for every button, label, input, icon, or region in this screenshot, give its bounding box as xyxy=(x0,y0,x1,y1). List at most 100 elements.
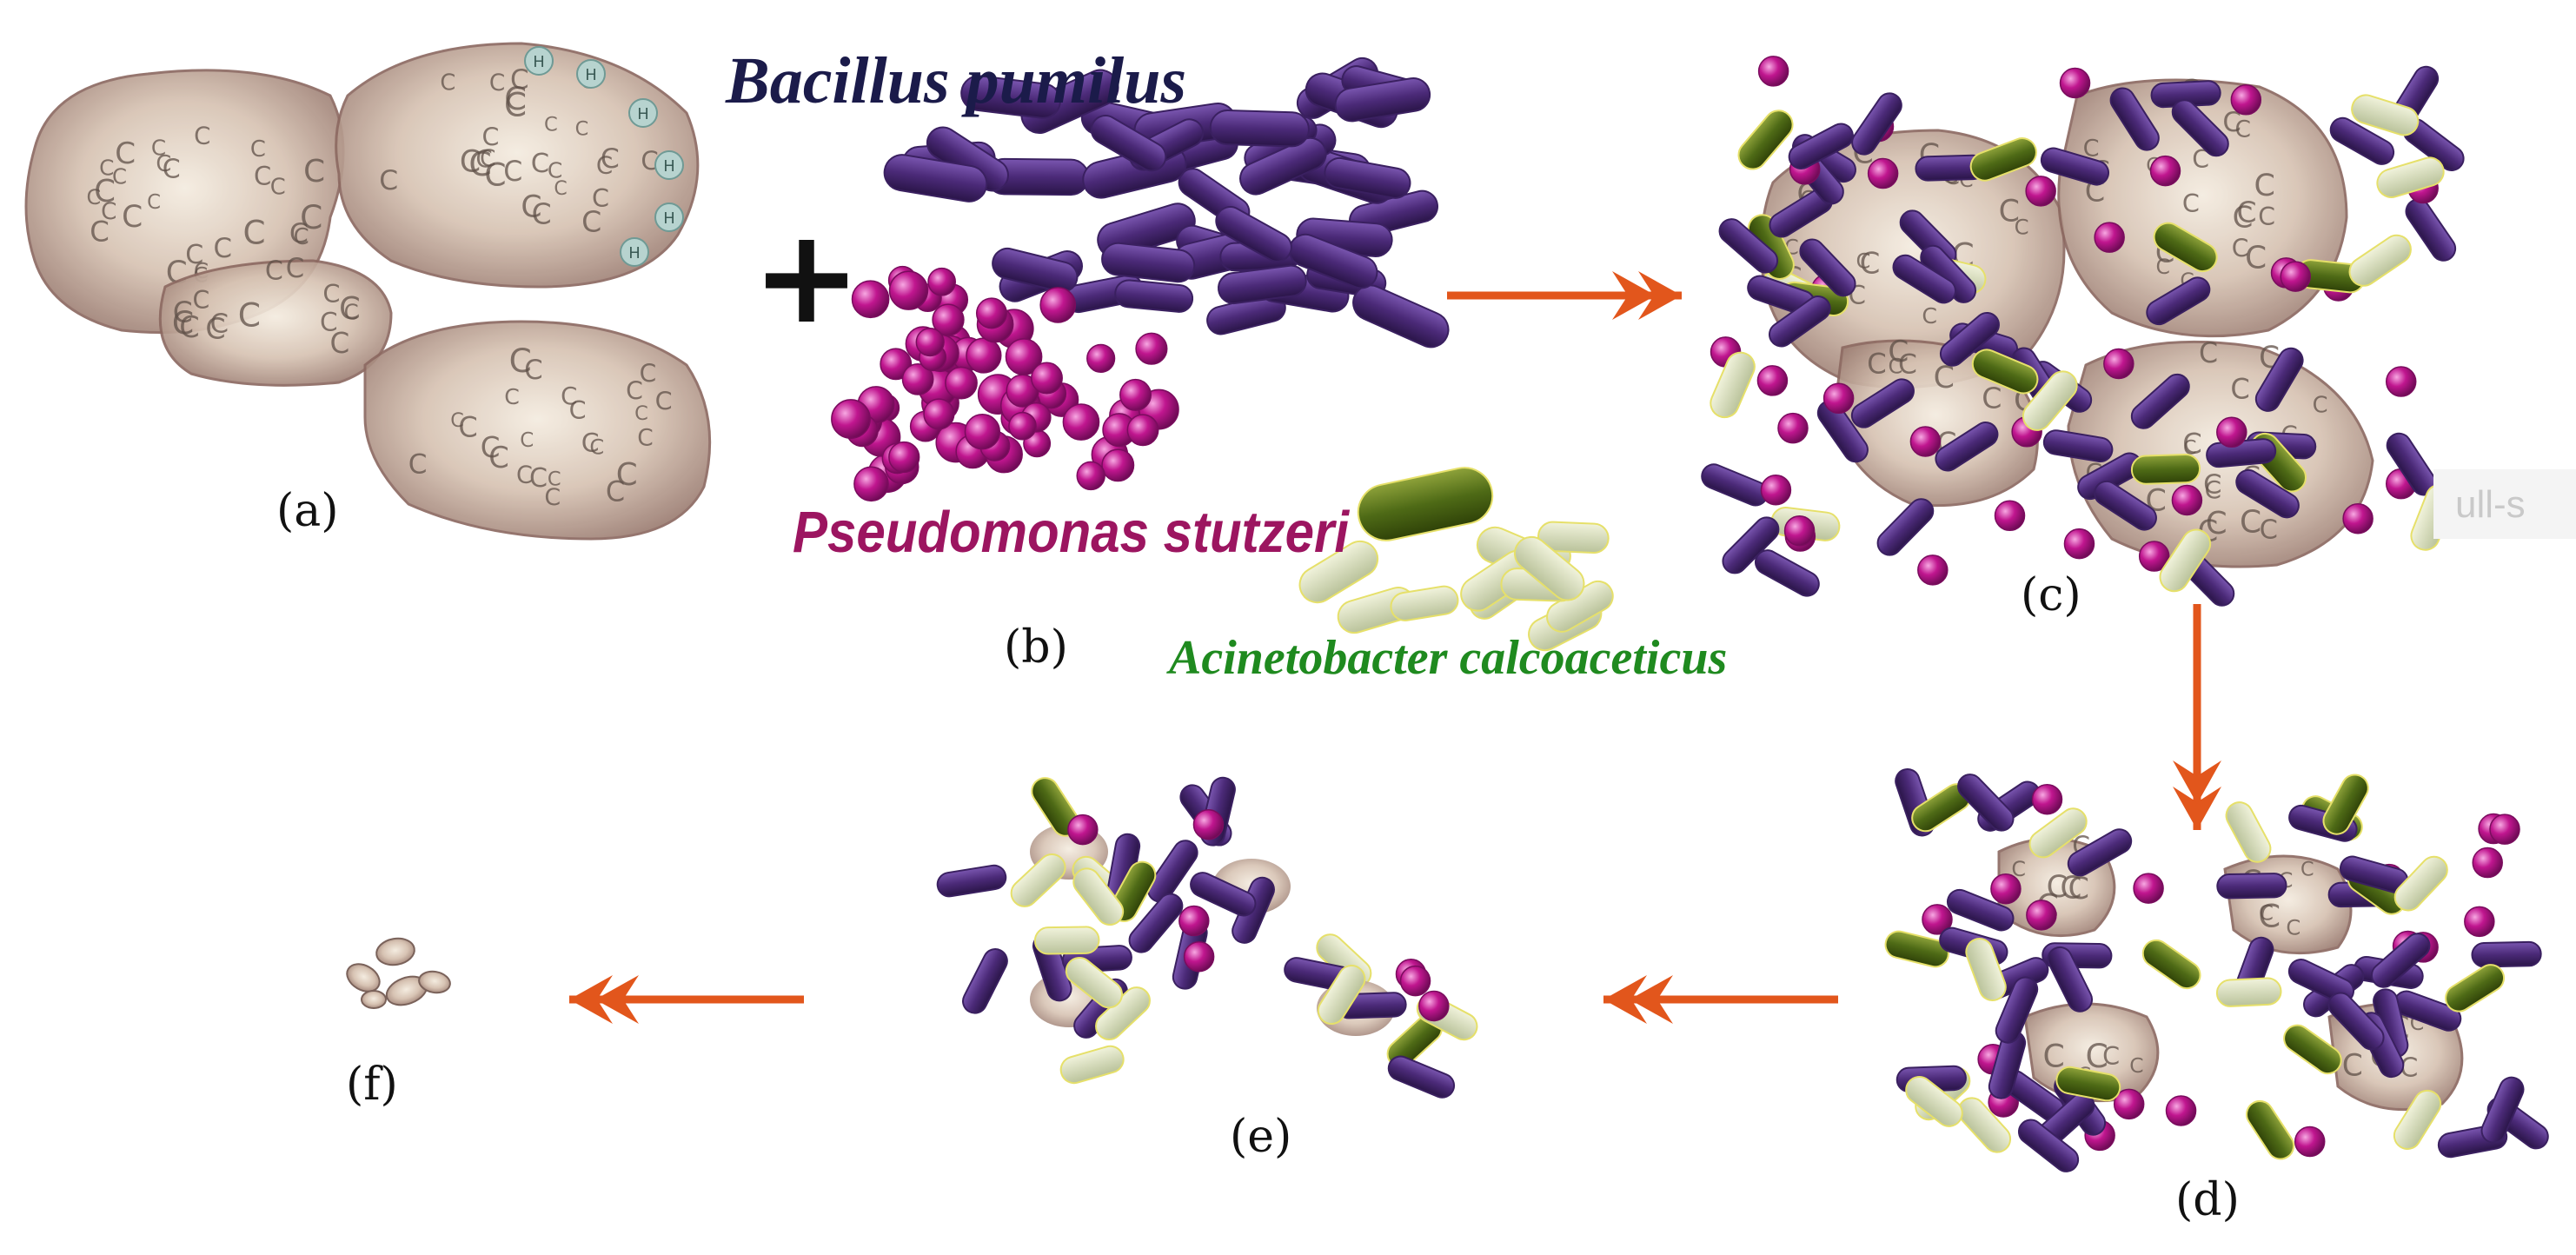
acinetobacter-cell xyxy=(1710,351,1756,419)
carbon-atom-label: C xyxy=(194,121,210,149)
carbon-atom-label: C xyxy=(516,462,533,489)
carbon-atom-label: C xyxy=(294,224,309,250)
bacillus-cell xyxy=(2171,99,2229,157)
pseudomonas-cell xyxy=(1994,500,2026,532)
carbon-atom-label: C xyxy=(163,155,181,185)
pseudomonas-cell xyxy=(2113,1088,2145,1120)
clean-soil-grain xyxy=(375,937,415,966)
carbon-atom-label: C xyxy=(450,409,464,432)
carbon-atom-label: C xyxy=(2155,255,2170,279)
acinetobacter-cell xyxy=(2159,528,2212,593)
pseudomonas-cell xyxy=(2138,541,2170,572)
arrow-c-to-d xyxy=(2173,604,2221,830)
microbe-fragment-cluster xyxy=(936,777,1198,926)
carbon-atom-label: C xyxy=(185,240,203,270)
pseudomonas-cell xyxy=(1008,411,1037,441)
pseudomonas-cell xyxy=(1783,515,1816,547)
carbon-atom-label: C xyxy=(510,64,529,96)
carbon-atom-label: C xyxy=(2254,169,2275,203)
carbon-atom-label: C xyxy=(265,256,283,286)
pseudomonas-cell xyxy=(923,398,955,430)
acinetobacter-cell xyxy=(1390,585,1459,621)
bacillus-cell xyxy=(1876,498,1935,556)
pseudomonas-cell xyxy=(880,348,913,381)
bacillus-cell xyxy=(2371,933,2431,988)
bacillus-cell xyxy=(960,75,1061,119)
hydrogen-atom-label: H xyxy=(533,53,545,71)
pseudomonas-cell xyxy=(1922,904,1953,935)
carbon-atom-label: C xyxy=(548,468,561,490)
carbon-atom-label: C xyxy=(173,295,193,329)
carbon-atom-label: C xyxy=(544,484,561,511)
carbon-atom-label: C xyxy=(2182,428,2202,461)
hydrogen-atom-circle xyxy=(620,237,649,267)
hydrogen-atom-label: H xyxy=(663,157,675,176)
acinetobacter-cell xyxy=(1010,853,1066,907)
acinetobacter-cell xyxy=(1065,956,1124,1009)
carbon-atom-label: C xyxy=(2060,870,2081,906)
carbon-atom-label: C xyxy=(1888,335,1909,369)
hydrogen-atom-circle xyxy=(654,150,684,180)
carbon-atom-label: C xyxy=(2199,338,2218,369)
carbon-atom-label: C xyxy=(101,199,116,225)
carbon-atom-label: C xyxy=(589,435,604,459)
pseudomonas-cell xyxy=(2464,906,2495,938)
carbon-atom-label: C xyxy=(289,218,309,249)
clean-soil-grain xyxy=(346,963,381,993)
bacillus-cell xyxy=(1939,311,2000,367)
pseudomonas-cell xyxy=(2230,84,2262,116)
pseudomonas-cell xyxy=(888,441,920,474)
bacillus-cell xyxy=(883,154,988,203)
pseudomonas-cell xyxy=(2489,813,2520,845)
carbon-atom-label: C xyxy=(205,312,225,346)
carbon-atom-label: C xyxy=(468,145,491,183)
bacillus-cell xyxy=(2405,198,2457,262)
carbon-atom-label: C xyxy=(482,123,500,151)
hydrogen-atom-circle xyxy=(654,203,684,232)
carbon-atom-label: C xyxy=(640,360,657,388)
stage-label-f: (f) xyxy=(346,1059,398,1111)
carbon-atom-label: C xyxy=(2234,116,2250,143)
carbon-atom-label: C xyxy=(581,204,601,238)
pseudomonas-cell xyxy=(2063,528,2095,560)
carbon-atom-label: C xyxy=(569,396,587,425)
acinetobacter-cell xyxy=(2225,801,2272,863)
carbon-atom-label: C xyxy=(601,143,620,175)
hydrogen-atom-label: H xyxy=(637,105,649,123)
arrow-head xyxy=(2173,760,2221,804)
pseudomonas-cell xyxy=(975,297,1007,329)
carbon-atom-label: C xyxy=(179,310,199,344)
pseudomonas-cell xyxy=(1135,332,1168,365)
bacillus-cell xyxy=(1114,279,1194,313)
bacillus-cell xyxy=(2254,347,2304,412)
carbon-atom-label: C xyxy=(626,377,643,406)
bacillus-cell xyxy=(992,247,1079,293)
acinetobacter-cell xyxy=(1905,1075,1963,1127)
acinetobacter-cell xyxy=(2130,453,2201,485)
acinetobacter-cell xyxy=(1033,926,1100,955)
carbon-atom-label: C xyxy=(475,144,492,173)
bacillus-cell xyxy=(936,864,1007,898)
pseudomonas-cell xyxy=(2171,484,2203,516)
bacillus-cell xyxy=(1215,206,1292,262)
bacillus-cell xyxy=(1769,295,1831,348)
pseudomonas-cell xyxy=(2025,176,2056,207)
bacillus-cell xyxy=(1892,254,1956,304)
pseudomonas-cell xyxy=(1178,905,1210,937)
bacillus-cell xyxy=(2235,468,2300,519)
bacillus-cell xyxy=(1816,400,1869,463)
pseudomonas-cell xyxy=(2280,261,2311,292)
stage-label-d: (d) xyxy=(2175,1174,2240,1226)
carbon-atom-label: C xyxy=(254,162,271,191)
pseudomonas-cell xyxy=(1867,157,1899,189)
carbon-atom-label: C xyxy=(339,291,361,327)
pseudomonas-cell xyxy=(1756,365,1789,396)
clean-soil-grain xyxy=(361,990,387,1009)
carbon-atom-label: C xyxy=(2043,1038,2065,1075)
carbon-atom-label: C xyxy=(532,196,552,230)
carbon-atom-label: C xyxy=(1922,303,1937,329)
pseudomonas-cell xyxy=(1031,362,1063,395)
bacillus-cell xyxy=(2471,940,2542,968)
